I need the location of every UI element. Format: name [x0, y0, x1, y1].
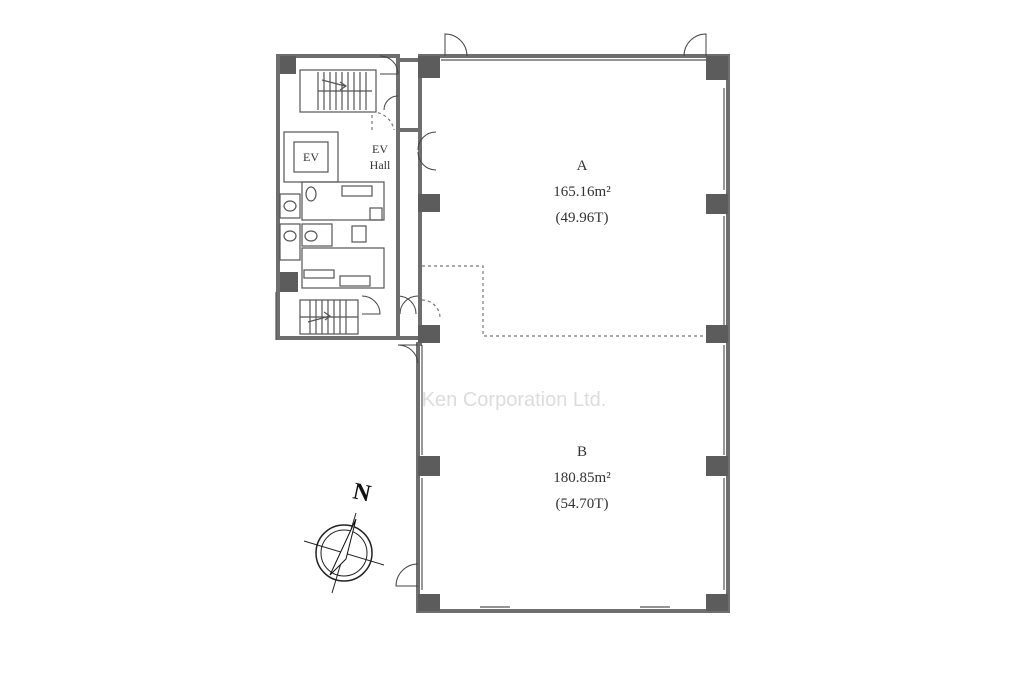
column — [418, 325, 440, 343]
north-compass-icon — [303, 512, 385, 594]
unit-boundary — [422, 265, 704, 337]
column — [418, 194, 440, 212]
unit-b-tsubo: (54.70T) — [556, 496, 609, 512]
restrooms — [279, 181, 385, 292]
column — [706, 456, 728, 476]
unit-a-name: A — [577, 158, 588, 174]
column — [706, 325, 728, 343]
ev-label: EV — [303, 150, 319, 164]
office-shell — [416, 54, 730, 613]
core: EV EV Hall — [275, 54, 418, 340]
unit-a-tsubo: (49.96T) — [556, 210, 609, 226]
column — [418, 594, 440, 611]
ev-hall-label: Hall — [370, 158, 391, 172]
column — [706, 56, 728, 80]
north-label: N — [351, 478, 374, 507]
ev-hall-label: EV — [372, 142, 388, 156]
column — [706, 194, 728, 214]
doors — [395, 33, 707, 587]
unit-b-name: B — [577, 444, 587, 460]
lower-stair — [275, 292, 381, 340]
column — [418, 456, 440, 476]
unit-b-area: 180.85m² — [553, 470, 611, 486]
unit-a-area: 165.16m² — [553, 184, 611, 200]
column — [706, 594, 728, 611]
column — [418, 56, 440, 78]
watermark: Ken Corporation Ltd. — [422, 389, 607, 411]
upper-stair — [280, 55, 399, 131]
columns — [418, 56, 728, 611]
